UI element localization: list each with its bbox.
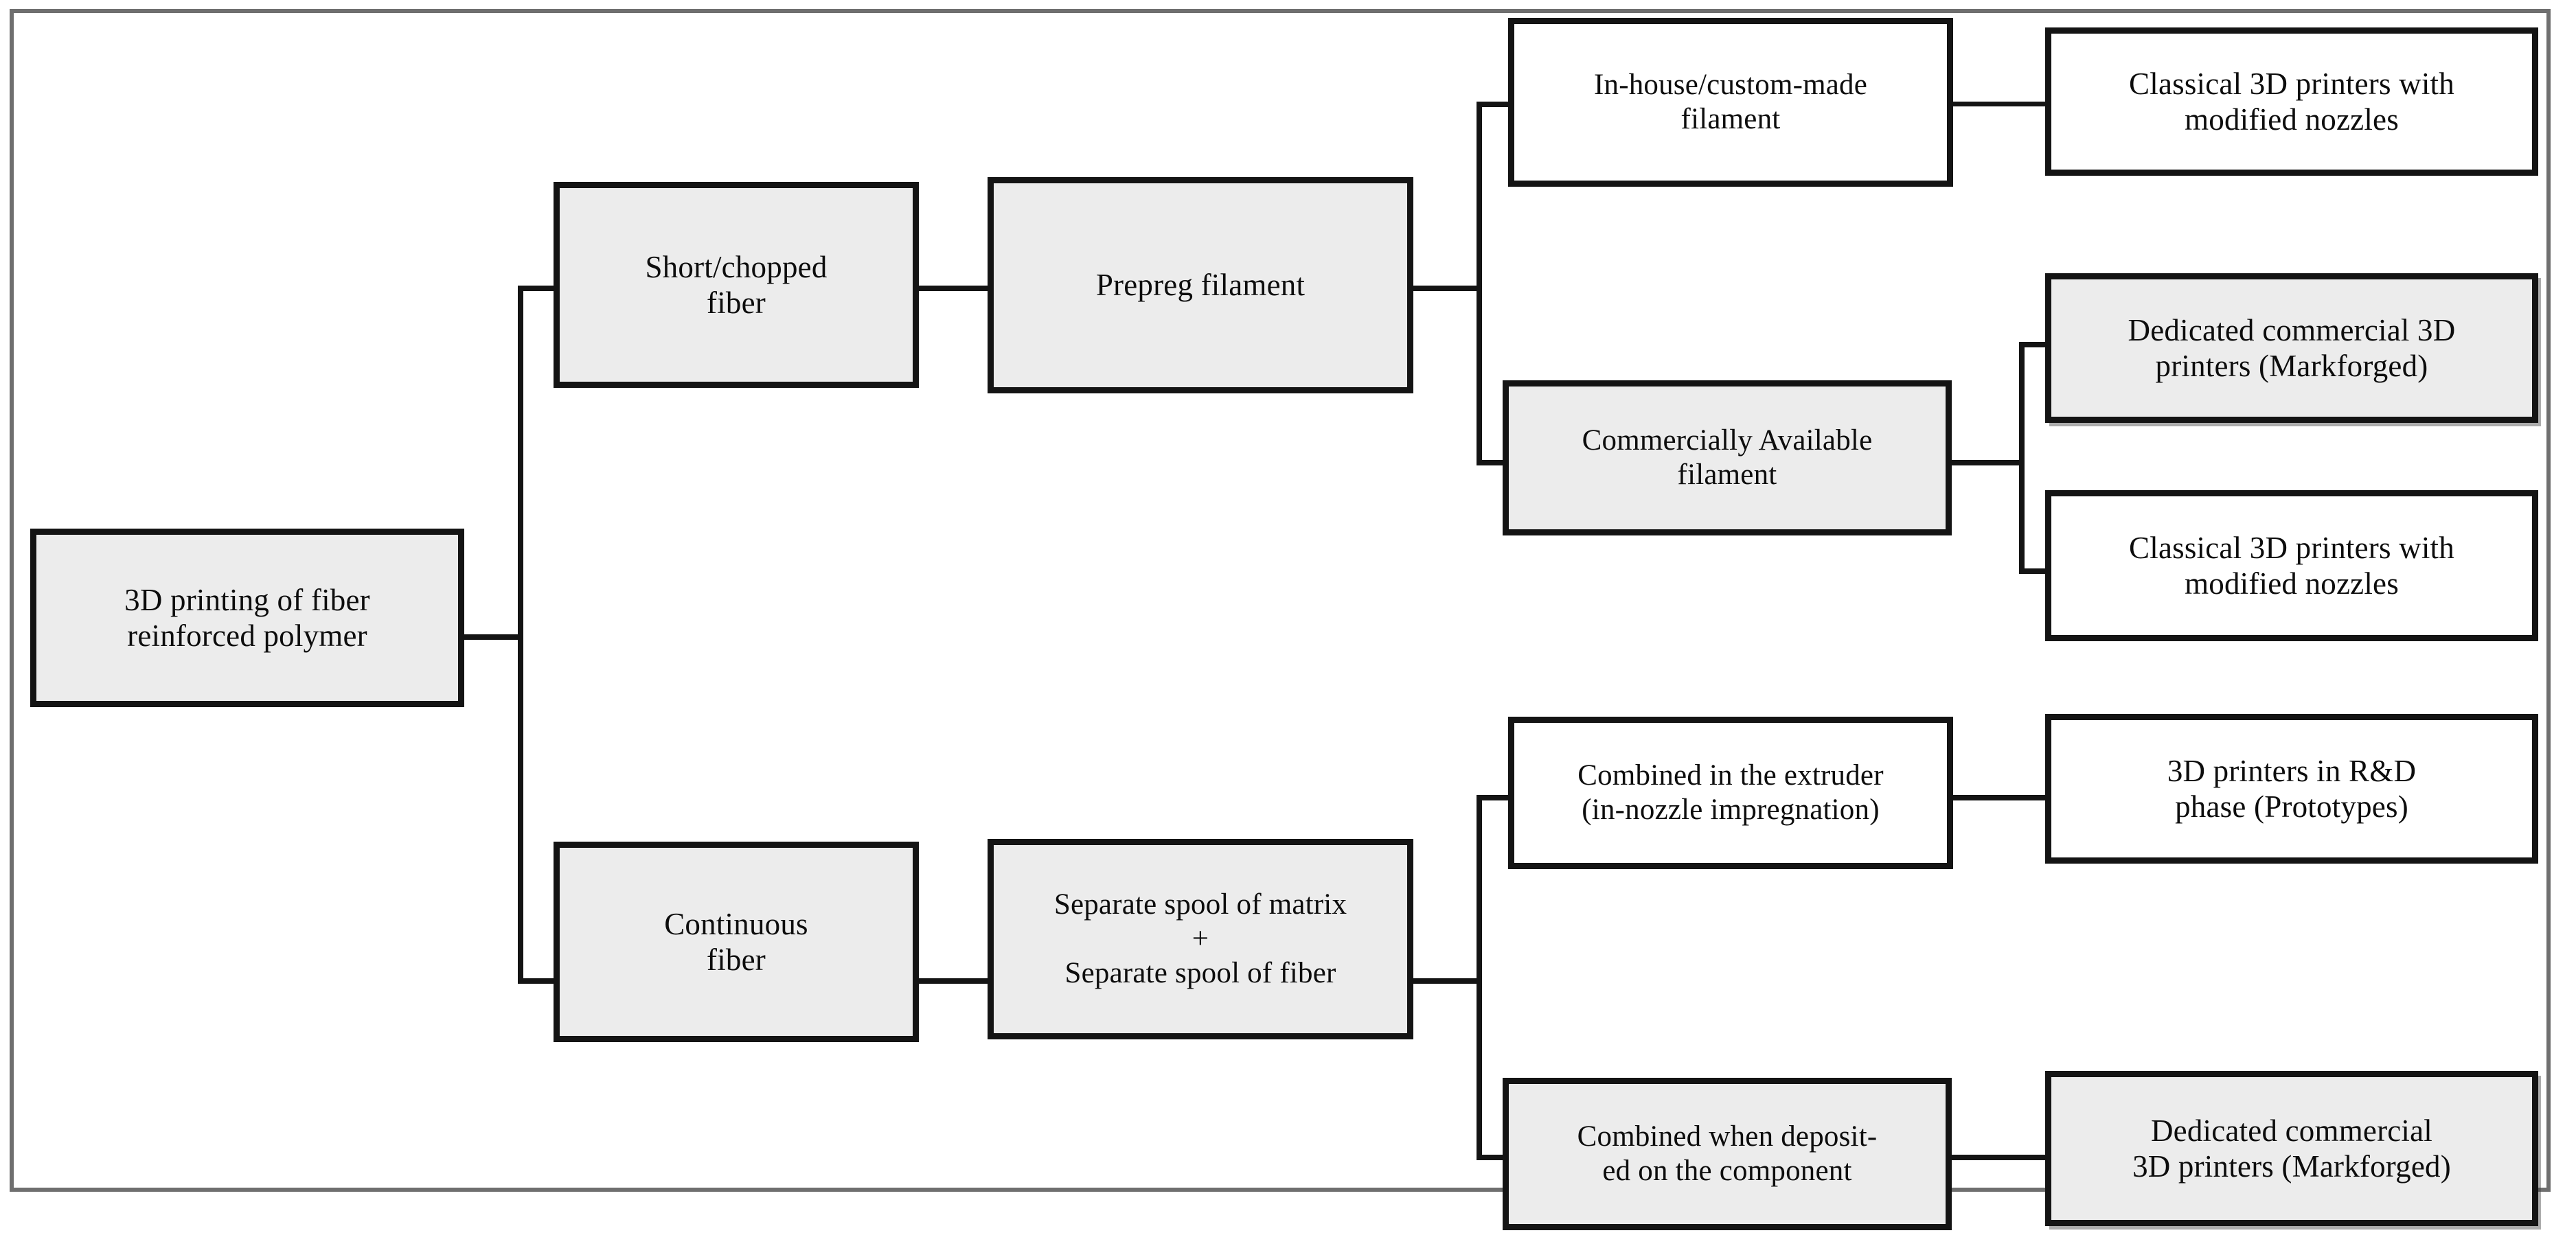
node-short-chopped-fiber-label: Short/chopped fiber <box>645 249 828 320</box>
connector-root-stem <box>460 634 523 640</box>
node-combined-when-deposited-label: Combined when deposit- ed on the compone… <box>1577 1120 1878 1187</box>
node-printers-rnd-phase[interactable]: 3D printers in R&D phase (Prototypes) <box>2045 714 2538 864</box>
node-combined-in-extruder-label: Combined in the extruder (in-nozzle impr… <box>1577 759 1884 826</box>
connector-continuous-to-spools <box>918 978 994 984</box>
node-classical-printers-top-label: Classical 3D printers with modified nozz… <box>2129 66 2454 137</box>
node-combined-when-deposited[interactable]: Combined when deposit- ed on the compone… <box>1503 1078 1952 1230</box>
node-commercially-available-filament-label: Commercially Available filament <box>1582 424 1873 491</box>
connector-commercial-bracket-vertical <box>2019 342 2025 574</box>
diagram-outer-frame <box>10 9 2551 1192</box>
connector-short-fiber-to-prepreg <box>918 286 994 291</box>
connector-root-to-short-fiber <box>518 286 577 291</box>
node-in-house-filament-label: In-house/custom-made filament <box>1593 69 1868 135</box>
node-separate-spools-label: Separate spool of matrix + Separate spoo… <box>1053 888 1347 989</box>
node-continuous-fiber[interactable]: Continuous fiber <box>554 842 919 1042</box>
connector-deposited-to-dedicated <box>1949 1155 2051 1160</box>
node-continuous-fiber-label: Continuous fiber <box>664 906 808 977</box>
node-in-house-filament[interactable]: In-house/custom-made filament <box>1508 18 1953 187</box>
connector-commercial-stem <box>1949 460 2025 465</box>
connector-prepreg-stem <box>1405 286 1482 291</box>
node-dedicated-markforged-top-label: Dedicated commercial 3D printers (Markfo… <box>2128 312 2456 383</box>
connector-root-bracket-vertical <box>518 286 523 984</box>
node-classical-printers-second[interactable]: Classical 3D printers with modified nozz… <box>2045 490 2538 641</box>
node-classical-printers-second-label: Classical 3D printers with modified nozz… <box>2129 530 2454 601</box>
connector-spools-to-extruder <box>1477 795 1534 800</box>
node-dedicated-markforged-bottom-label: Dedicated commercial 3D printers (Markfo… <box>2132 1113 2451 1184</box>
connector-commercial-to-classical <box>2019 568 2058 574</box>
node-root[interactable]: 3D printing of fiber reinforced polymer <box>30 529 464 707</box>
connector-inhouse-to-classical-top <box>1949 102 2049 106</box>
node-dedicated-markforged-top[interactable]: Dedicated commercial 3D printers (Markfo… <box>2045 273 2538 423</box>
connector-extruder-to-rnd <box>1949 795 2051 800</box>
node-commercially-available-filament[interactable]: Commercially Available filament <box>1503 380 1952 535</box>
node-classical-printers-top[interactable]: Classical 3D printers with modified nozz… <box>2045 27 2538 176</box>
connector-prepreg-bracket-vertical <box>1477 102 1482 465</box>
connector-prepreg-to-inhouse <box>1477 102 1534 107</box>
node-dedicated-markforged-bottom[interactable]: Dedicated commercial 3D printers (Markfo… <box>2045 1071 2538 1226</box>
node-separate-spools[interactable]: Separate spool of matrix + Separate spoo… <box>988 839 1413 1039</box>
connector-spools-bracket-vertical <box>1477 795 1482 1159</box>
node-printers-rnd-phase-label: 3D printers in R&D phase (Prototypes) <box>2167 753 2417 824</box>
node-short-chopped-fiber[interactable]: Short/chopped fiber <box>554 182 919 388</box>
node-prepreg-filament-label: Prepreg filament <box>1095 268 1306 303</box>
node-combined-in-extruder[interactable]: Combined in the extruder (in-nozzle impr… <box>1508 717 1953 869</box>
node-root-label: 3D printing of fiber reinforced polymer <box>124 582 370 653</box>
node-prepreg-filament[interactable]: Prepreg filament <box>988 177 1413 393</box>
connector-commercial-to-dedicated <box>2019 342 2058 347</box>
connector-root-to-continuous-fiber <box>518 978 577 984</box>
connector-spools-stem <box>1405 978 1482 984</box>
